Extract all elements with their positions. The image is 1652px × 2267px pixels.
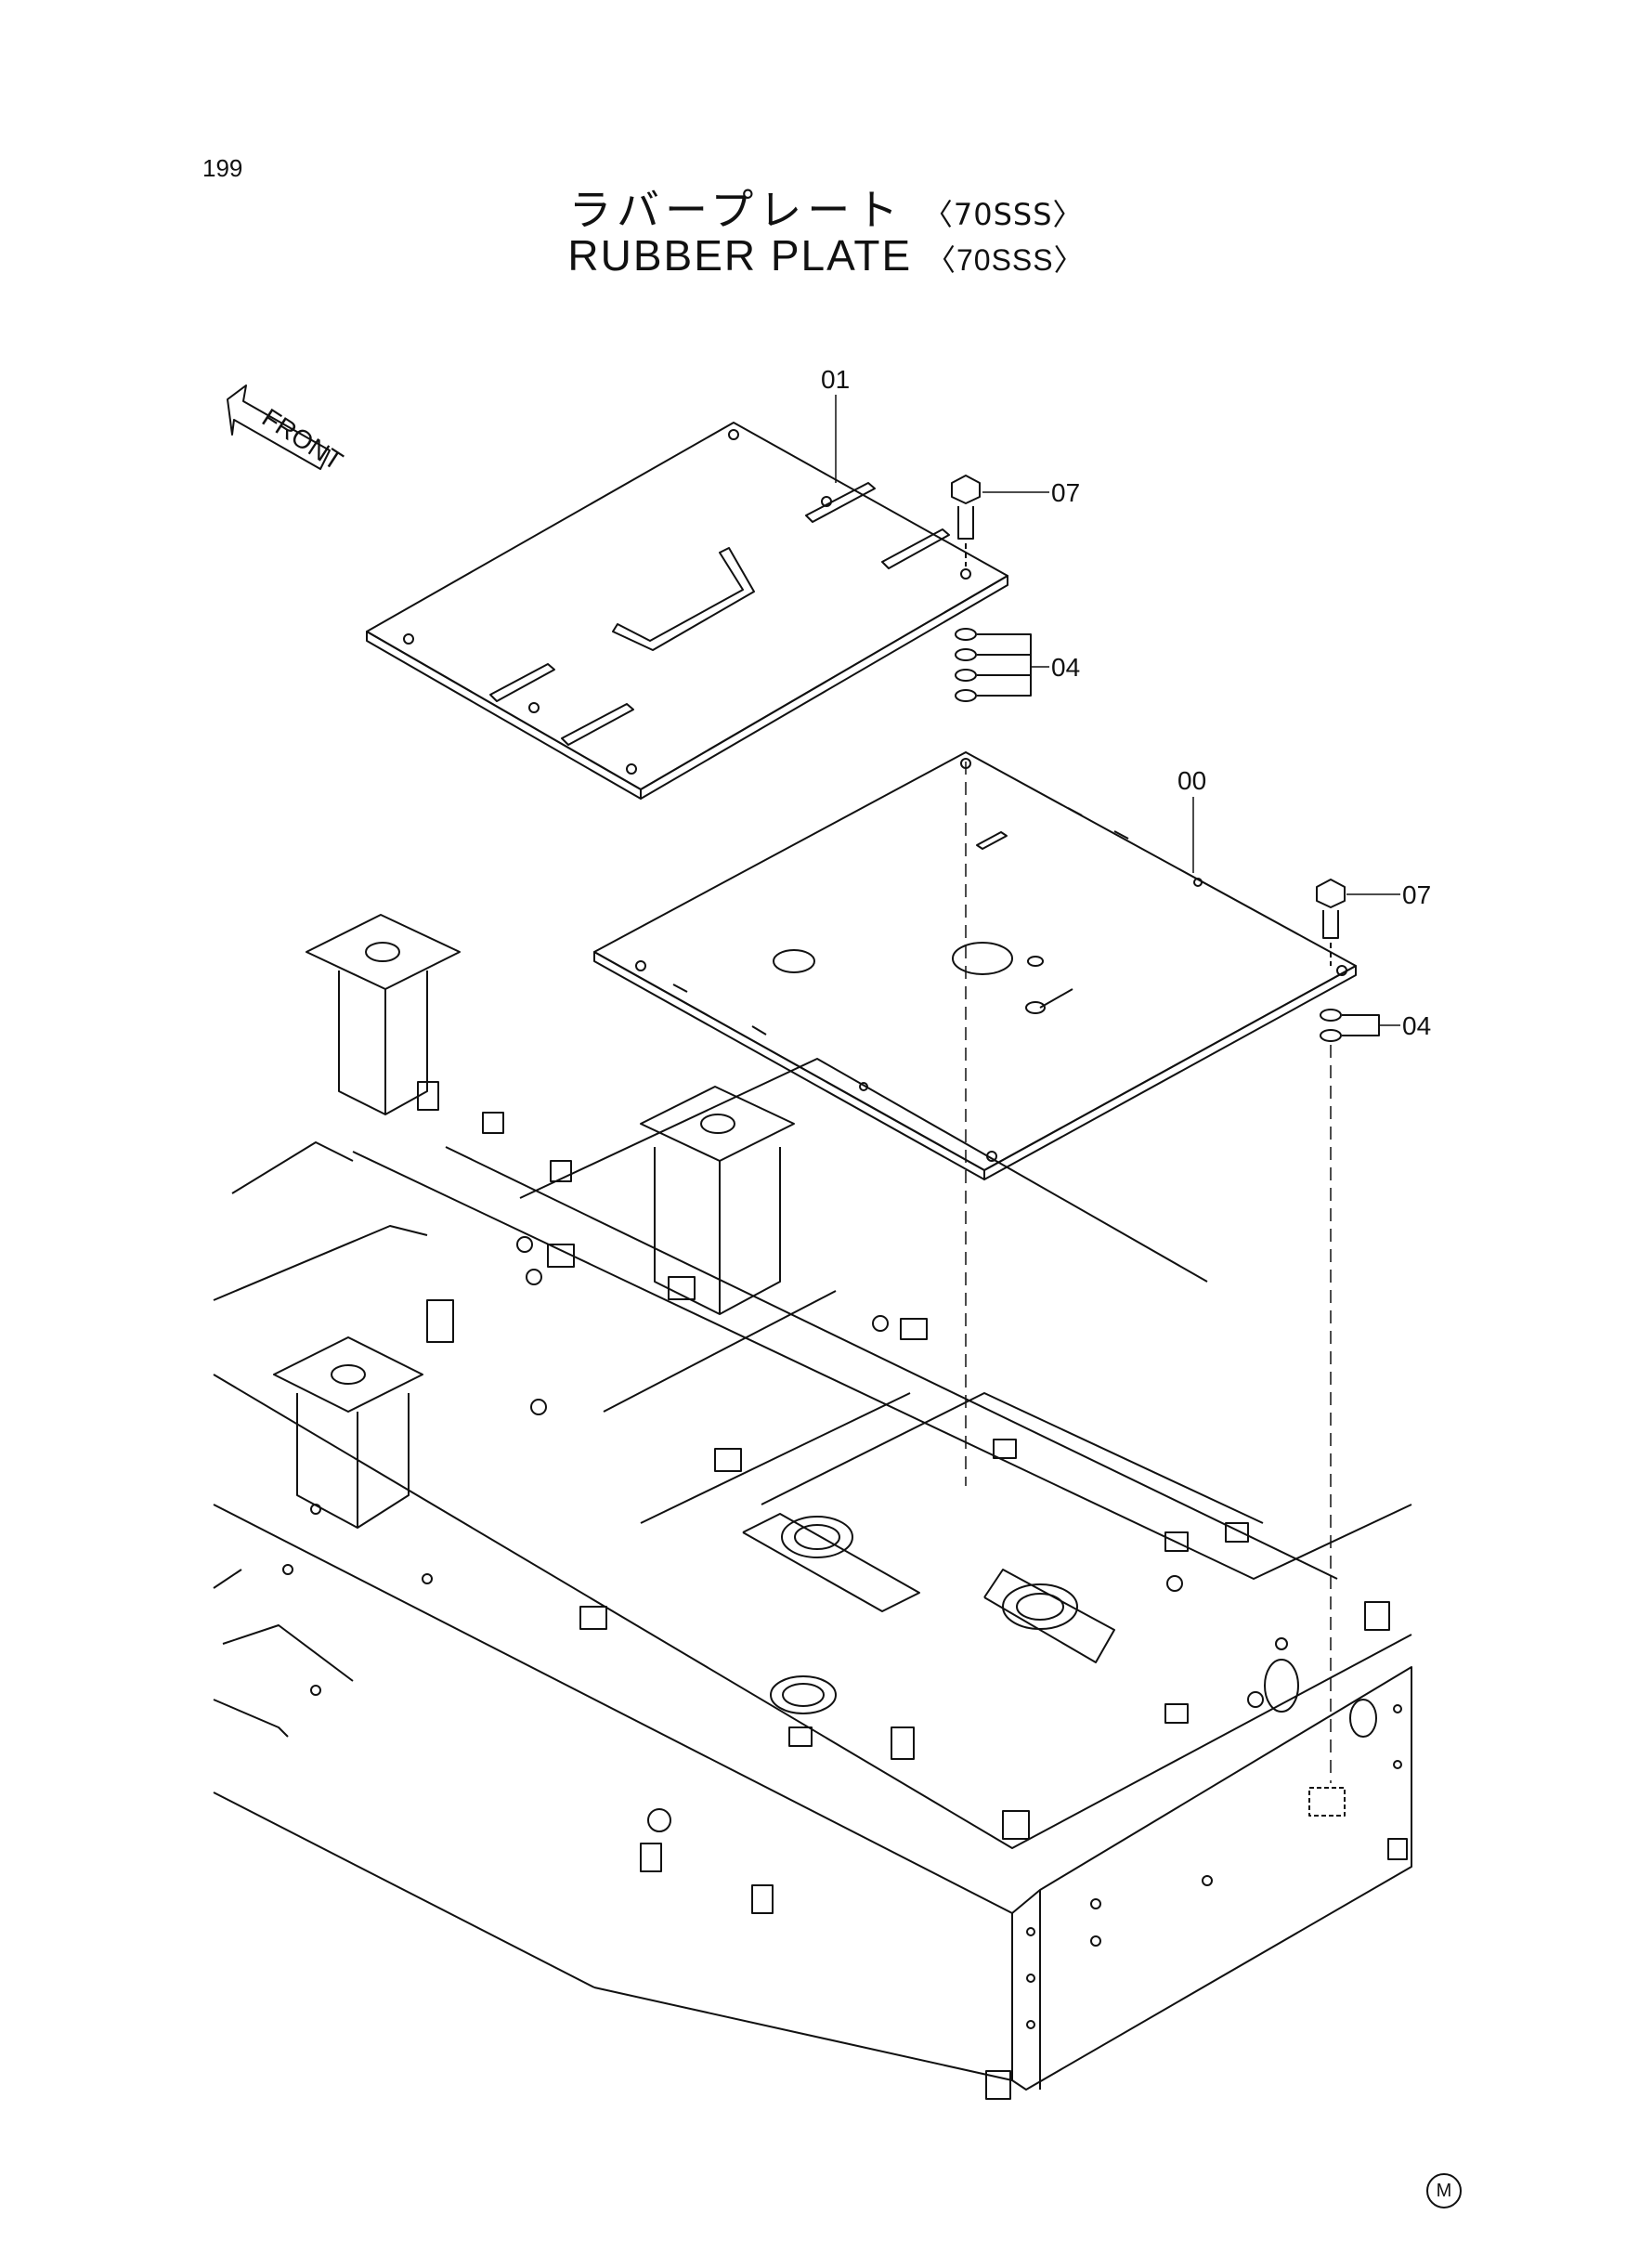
front-arrow-icon: FRONT [227,384,348,476]
callout-01: 01 [821,365,850,394]
callout-04b: 04 [1402,1011,1431,1040]
pivot-boss-center-icon [742,1513,920,1612]
callout-04a: 04 [1051,653,1080,682]
bolt-07a-icon [951,475,981,567]
title-japanese: ラバープレート 〈70SSS〉 [0,176,1652,238]
frame-holes-icon [282,1504,1402,2029]
rubber-plate-01 [366,422,1008,800]
manufacturer-mark: M [1426,2173,1462,2208]
title-english: RUBBER PLATE 〈70SSS〉 [0,230,1652,280]
callout-07b: 07 [1402,880,1431,909]
frame-tabs-icon [640,1838,1408,2100]
post-left-icon [306,914,461,1115]
page-number: 199 [202,154,243,182]
rubber-plate-00 [593,751,1357,1180]
pivot-boss-right-icon [983,1569,1115,1663]
title-en-text: RUBBER PLATE [567,231,913,280]
callout-00: 00 [1177,766,1206,795]
frame-brackets-icon [417,1081,1390,1840]
pivot-boss-lower-icon [770,1675,837,1714]
title-jp-variant: 〈70SSS〉 [922,197,1084,232]
washers-04b-icon [1320,1009,1380,1042]
bolt-07b-icon [1316,879,1346,966]
machine-frame [213,914,1412,2100]
post-front-icon [273,1336,423,1529]
frame-nut-icons [516,1236,1288,1708]
callout-07a: 07 [1051,478,1080,507]
front-label: FRONT [257,403,348,476]
washers-04a-icon [955,628,1032,702]
title-jp-text: ラバープレート [568,185,904,235]
post-center-icon [640,1086,795,1315]
title-en-variant: 〈70SSS〉 [925,243,1085,277]
